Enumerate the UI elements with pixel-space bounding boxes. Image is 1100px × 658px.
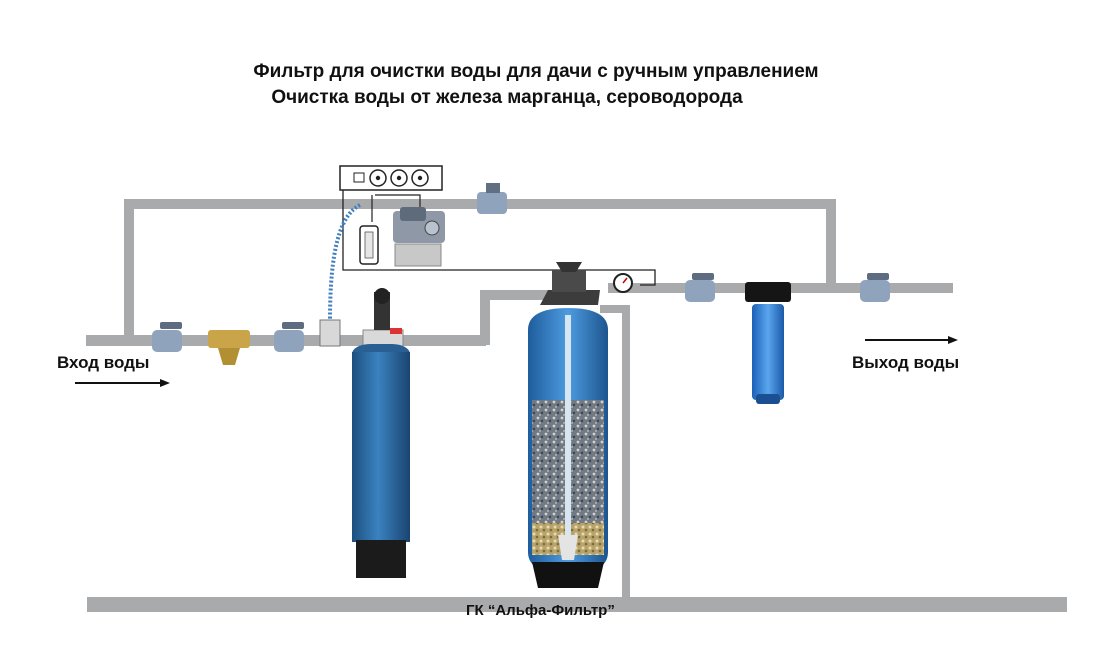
riser-pipe [480, 290, 490, 345]
signal-wire [342, 185, 656, 286]
inlet-valve-2 [274, 322, 304, 352]
drain-line-top [600, 305, 630, 313]
strainer [208, 330, 250, 365]
drain-pipe-bottom [87, 597, 1067, 612]
bypass-pipe-right [826, 199, 836, 291]
compressor [359, 194, 445, 267]
bypass-pipe-left [124, 200, 134, 340]
inlet-label: Вход воды [57, 353, 150, 372]
outlet-valve-1 [685, 273, 715, 302]
outlet-arrow-icon [865, 336, 958, 344]
air-tube [328, 203, 362, 321]
outlet-label: Выход воды [852, 353, 960, 372]
aeration-tank [352, 288, 410, 578]
media-tank [528, 262, 608, 588]
cartridge-filter [745, 282, 791, 404]
inlet-valve-1 [152, 322, 182, 352]
pressure-gauge [613, 273, 633, 293]
aerator-injector [319, 319, 341, 347]
power-strip [339, 165, 443, 191]
inlet-arrow-icon [75, 379, 170, 387]
drain-line [622, 305, 630, 600]
diagram-subtitle: Очистка воды от железа марганца, серовод… [271, 87, 743, 108]
bypass-valve [477, 183, 507, 214]
outlet-valve-2 [860, 273, 890, 302]
diagram-title: Фильтр для очистки воды для дачи с ручны… [253, 61, 819, 82]
connector-pipe [480, 290, 550, 300]
company-label: ГК “Альфа-Фильтр” [466, 602, 615, 619]
